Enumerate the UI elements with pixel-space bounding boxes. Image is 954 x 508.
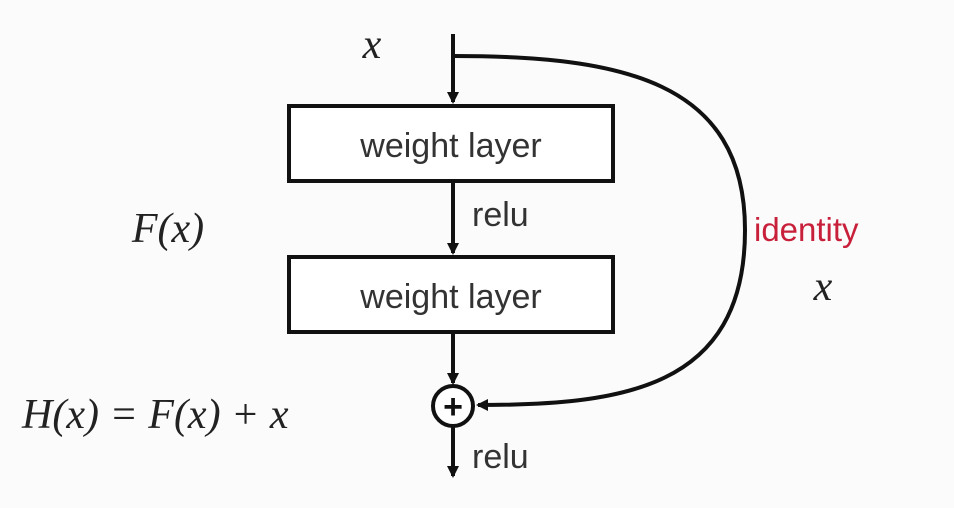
weight-layer-2-box xyxy=(287,255,615,334)
identity-label: identity xyxy=(754,211,859,248)
identity-shortcut-arrow xyxy=(452,54,748,411)
weight-layer-1-label: weight layer xyxy=(359,127,541,165)
plus-icon: + xyxy=(443,388,463,426)
relu-label: relu xyxy=(472,196,529,234)
residual-function-label: F(x) xyxy=(131,206,204,252)
input-x-label: x xyxy=(362,22,382,68)
output-equation: H(x) = F(x) + x xyxy=(21,392,289,438)
weight-layer-2-label: weight layer xyxy=(359,278,541,316)
output-relu-label: relu xyxy=(472,438,529,476)
identity-x-label: x xyxy=(813,264,833,310)
weight-layer-1-box xyxy=(287,104,615,183)
